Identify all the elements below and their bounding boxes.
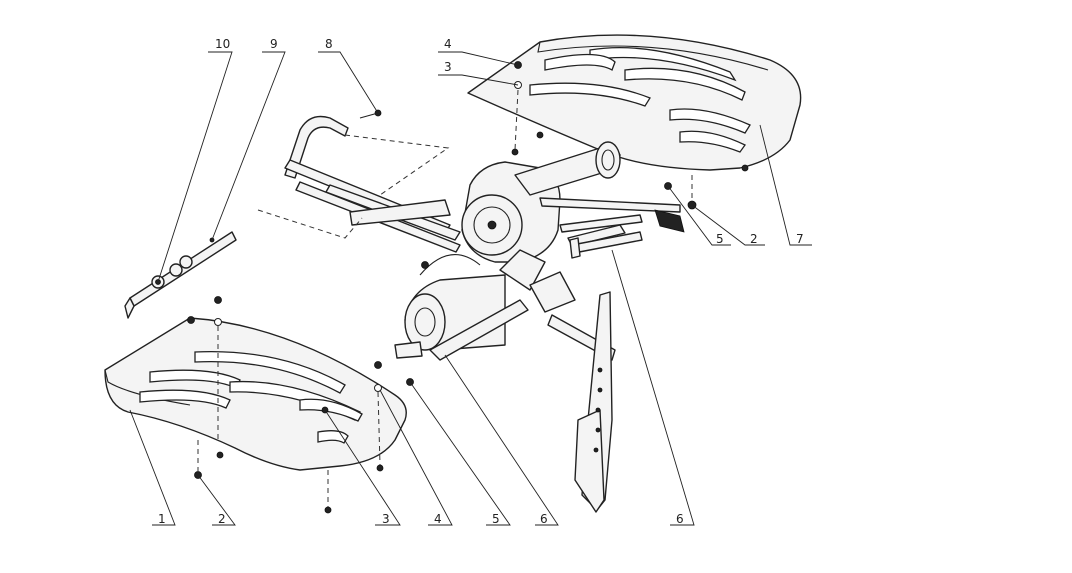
callout-label: 3 [444,60,452,74]
callout-label: 2 [218,512,226,526]
callout-label: 7 [796,232,804,246]
callout-label: 3 [382,512,390,526]
depth-bar [529,231,643,513]
assembly-guide [257,134,450,239]
left-footplate [104,317,407,471]
callout-label: 4 [434,512,442,526]
callout-label: 4 [444,37,452,51]
roller-drum [394,254,529,361]
callout-label: 9 [270,37,278,51]
callout-label: 2 [750,232,758,246]
callout-label: 1 [158,512,166,526]
callout-labels: 10 9 8 4 3 5 2 7 1 2 3 4 5 6 6 [158,37,804,526]
callout-label: 6 [676,512,684,526]
callout-label: 10 [215,37,230,51]
leader-lines [129,51,812,526]
handle-frame [284,109,461,253]
gearbox-assembly [461,141,685,291]
right-footplate [467,34,802,171]
left-bracket [124,231,237,319]
callout-label: 5 [716,232,724,246]
callout-label: 8 [325,37,333,51]
callout-label: 6 [540,512,548,526]
callout-label: 5 [492,512,500,526]
fastener-guides [197,89,693,507]
